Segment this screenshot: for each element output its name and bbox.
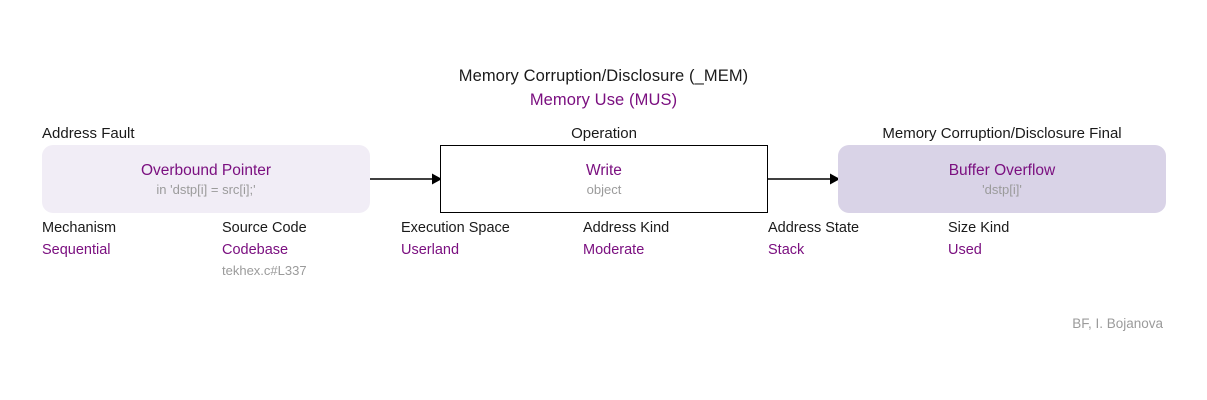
attribute-mechanism-label: Mechanism [42, 220, 117, 236]
node-address-fault-title: Overbound Pointer [140, 161, 272, 179]
attribute-address-state-value: Stack [768, 242, 805, 258]
attribute-address-state-label: Address State [768, 220, 860, 236]
node-address-fault[interactable]: Overbound Pointer in 'dstp[i] = src[i];' [42, 145, 370, 213]
diagram-title-main: Memory Corruption/Disclosure (_MEM) [458, 67, 749, 85]
attribute-address-state: Address State Stack [768, 217, 859, 261]
node-memory-corruption-final-subtitle: 'dstp[i]' [982, 181, 1022, 197]
attribute-address-kind-value: Moderate [583, 242, 645, 258]
arrow-operation-to-final [768, 170, 840, 188]
caption-memory-corruption-final: Memory Corruption/Disclosure Final [882, 125, 1122, 142]
node-operation-subtitle: object [586, 181, 622, 197]
attribute-source-code-label: Source Code [222, 220, 307, 236]
node-memory-corruption-final-title: Buffer Overflow [948, 161, 1056, 179]
attribute-source-code: Source Code Codebase tekhex.c#L337 [222, 217, 307, 281]
diagram-title-sub: Memory Use (MUS) [529, 91, 678, 109]
caption-address-fault: Address Fault [42, 125, 135, 142]
attribute-address-kind: Address Kind Moderate [583, 217, 669, 261]
attribute-mechanism: Mechanism Sequential [42, 217, 116, 261]
attribute-size-kind-label: Size Kind [948, 220, 1010, 236]
attribute-mechanism-value: Sequential [42, 242, 111, 258]
node-address-fault-subtitle: in 'dstp[i] = src[i];' [156, 181, 256, 197]
attribute-size-kind: Size Kind Used [948, 217, 1009, 261]
arrow-fault-to-operation [370, 170, 442, 188]
attribute-source-code-note: tekhex.c#L337 [222, 263, 307, 278]
attribute-execution-space: Execution Space Userland [401, 217, 510, 261]
attribute-address-kind-label: Address Kind [583, 220, 670, 236]
attribute-source-code-value: Codebase [222, 242, 289, 258]
node-operation-title: Write [586, 161, 622, 179]
attribute-execution-space-label: Execution Space [401, 220, 510, 236]
footer-attribution: BF, I. Bojanova [1072, 316, 1163, 331]
attribute-execution-space-value: Userland [401, 242, 460, 258]
diagram-title-block: Memory Corruption/Disclosure (_MEM) Memo… [0, 64, 1207, 112]
node-operation[interactable]: Write object [440, 145, 768, 213]
attribute-size-kind-value: Used [948, 242, 982, 258]
node-memory-corruption-final[interactable]: Buffer Overflow 'dstp[i]' [838, 145, 1166, 213]
caption-operation: Operation [571, 125, 637, 142]
